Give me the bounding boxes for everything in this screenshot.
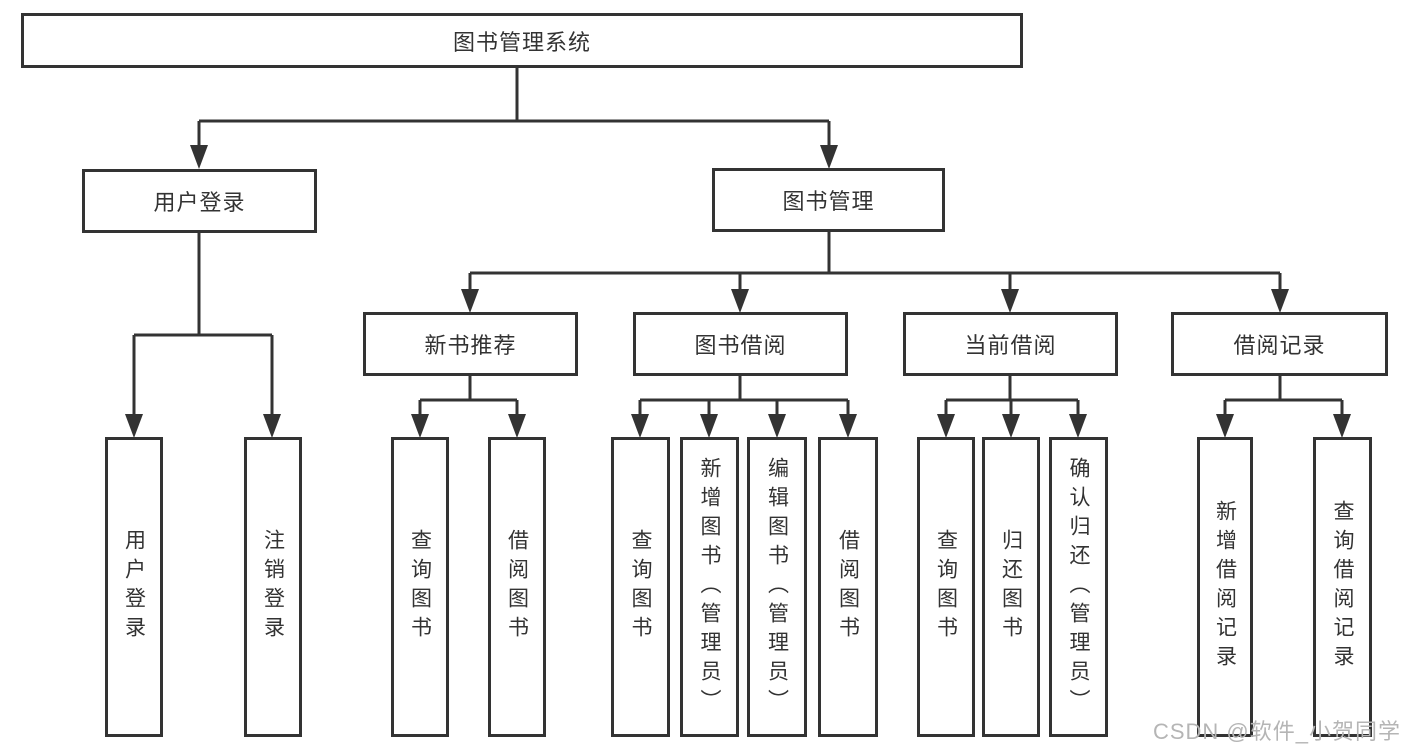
leaf-label: 查询图书 xyxy=(934,529,958,645)
leaf-label: 查询借阅记录 xyxy=(1331,500,1354,674)
leaf-query-books-recommend: 查询图书 xyxy=(391,437,449,737)
leaf-add-borrow-record: 新增借阅记录 xyxy=(1197,437,1253,737)
leaf-label: 确认归还（管理员） xyxy=(1067,456,1090,718)
leaf-label: 新增图书（管理员） xyxy=(698,456,721,718)
leaf-query-books-borrow: 查询图书 xyxy=(611,437,670,737)
leaf-borrow-books-recommend: 借阅图书 xyxy=(488,437,546,737)
leaf-query-borrow-record: 查询借阅记录 xyxy=(1313,437,1372,737)
leaf-return-book: 归还图书 xyxy=(982,437,1040,737)
leaf-label: 用户登录 xyxy=(122,529,146,645)
node-root: 图书管理系统 xyxy=(21,13,1023,68)
leaf-label: 编辑图书（管理员） xyxy=(765,456,789,718)
leaf-query-books-current: 查询图书 xyxy=(917,437,975,737)
leaf-label: 注销登录 xyxy=(261,529,285,645)
connector-lines xyxy=(132,68,1344,416)
leaf-edit-book-admin: 编辑图书（管理员） xyxy=(747,437,807,737)
node-book-management: 图书管理 xyxy=(712,168,945,232)
node-new-book-recommend: 新书推荐 xyxy=(363,312,578,376)
arrowheads xyxy=(125,145,1351,438)
leaf-label: 借阅图书 xyxy=(836,529,860,645)
node-user-login: 用户登录 xyxy=(82,169,317,233)
leaf-label: 借阅图书 xyxy=(505,529,529,645)
leaf-borrow-books-2: 借阅图书 xyxy=(818,437,878,737)
leaf-confirm-return-admin: 确认归还（管理员） xyxy=(1049,437,1108,737)
leaf-label: 归还图书 xyxy=(999,529,1023,645)
node-current-borrow: 当前借阅 xyxy=(903,312,1118,376)
leaf-user-login: 用户登录 xyxy=(105,437,163,737)
leaf-label: 查询图书 xyxy=(629,529,652,645)
csdn-watermark: CSDN @软件_小贺同学 xyxy=(1152,719,1401,744)
leaf-logout: 注销登录 xyxy=(244,437,302,737)
leaf-label: 新增借阅记录 xyxy=(1213,500,1237,674)
leaf-add-book-admin: 新增图书（管理员） xyxy=(680,437,739,737)
leaf-label: 查询图书 xyxy=(408,529,432,645)
node-book-borrow: 图书借阅 xyxy=(633,312,848,376)
node-borrow-records: 借阅记录 xyxy=(1171,312,1388,376)
